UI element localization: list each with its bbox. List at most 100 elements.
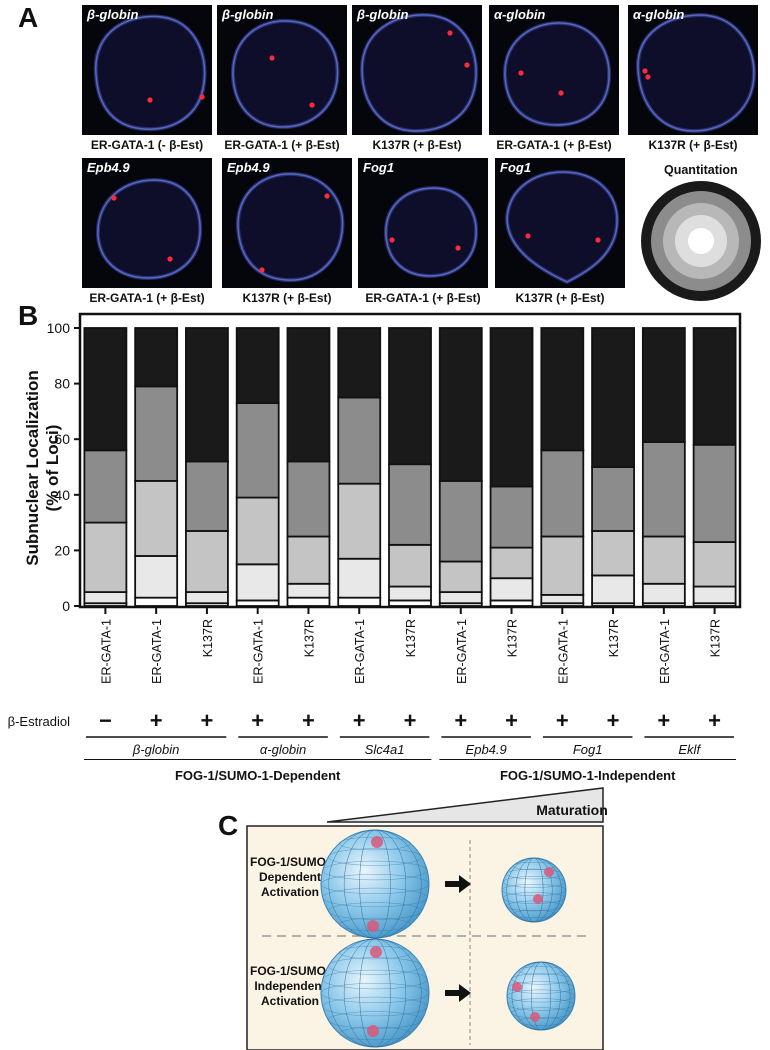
bar-segment bbox=[83, 327, 128, 452]
fish-locus-signal bbox=[167, 256, 173, 262]
bar-segment bbox=[235, 563, 280, 602]
quantitation-ring bbox=[688, 228, 714, 254]
category-label: K137R bbox=[404, 619, 418, 657]
bar-segment bbox=[438, 560, 483, 593]
fish-locus-signal bbox=[464, 62, 470, 68]
fish-locus-signal bbox=[309, 102, 315, 108]
fish-locus-signal bbox=[518, 70, 524, 76]
category-label: ER-GATA-1 bbox=[150, 619, 164, 684]
bar-segment bbox=[388, 327, 432, 466]
micrograph-cell: β-globin bbox=[217, 5, 347, 135]
bar-segment bbox=[641, 535, 686, 585]
category-label: K137R bbox=[302, 619, 316, 657]
y-tick-label: 0 bbox=[62, 598, 70, 614]
bar-segment bbox=[641, 327, 686, 443]
cell-condition-caption: ER-GATA-1 (- β-Est) bbox=[90, 138, 204, 152]
bar-segment bbox=[134, 555, 179, 599]
nucleus-image bbox=[95, 177, 203, 281]
category-label: ER-GATA-1 bbox=[556, 619, 570, 684]
fish-locus-signal bbox=[595, 237, 601, 243]
bar-segment bbox=[235, 327, 280, 404]
bar-segment bbox=[591, 327, 635, 468]
bar-segment bbox=[540, 327, 585, 452]
cell-condition-caption: ER-GATA-1 (+ β-Est) bbox=[496, 138, 612, 152]
bar-segment bbox=[286, 535, 331, 585]
bar-segment bbox=[438, 591, 483, 605]
locus-marker bbox=[512, 982, 522, 992]
bar-segment bbox=[185, 591, 229, 605]
estradiol-sign: + bbox=[353, 708, 366, 733]
bar-segment bbox=[337, 327, 382, 399]
micrograph-cell: Epb4.9 bbox=[222, 158, 352, 288]
bar-segment bbox=[134, 385, 179, 482]
category-label: K137R bbox=[709, 619, 723, 657]
probe-gene-label: α-globin bbox=[633, 7, 685, 22]
bar-segment bbox=[337, 396, 382, 485]
estradiol-sign: + bbox=[302, 708, 315, 733]
gene-group-label: α-globin bbox=[260, 742, 306, 757]
bar-segment bbox=[540, 535, 585, 596]
nucleus-image bbox=[93, 14, 207, 132]
estradiol-row-label: β-Estradiol bbox=[8, 714, 70, 729]
fish-locus-signal bbox=[389, 237, 395, 243]
category-label: K137R bbox=[607, 619, 621, 657]
cell-condition-caption: ER-GATA-1 (+ β-Est) bbox=[365, 291, 481, 305]
bar-segment bbox=[235, 402, 280, 499]
bar-segment bbox=[337, 596, 382, 607]
cell-condition-caption: K137R (+ β-Est) bbox=[515, 291, 605, 305]
nucleus-sphere bbox=[320, 829, 430, 939]
bar-segment bbox=[286, 582, 331, 599]
probe-gene-label: Epb4.9 bbox=[87, 160, 130, 175]
fish-locus-signal bbox=[642, 68, 648, 74]
maturation-arrow bbox=[445, 984, 471, 1002]
bar-segment bbox=[692, 585, 737, 605]
estradiol-sign: − bbox=[99, 708, 112, 733]
fish-locus-signal bbox=[455, 245, 461, 251]
maturation-wedge bbox=[326, 787, 604, 823]
cell-condition-caption: K137R (+ β-Est) bbox=[648, 138, 738, 152]
bar-segment bbox=[83, 591, 128, 605]
estradiol-sign: + bbox=[657, 708, 670, 733]
estradiol-sign: + bbox=[505, 708, 518, 733]
probe-gene-label: Fog1 bbox=[500, 160, 532, 175]
fish-locus-signal bbox=[269, 55, 275, 61]
estradiol-sign: + bbox=[150, 708, 163, 733]
nucleus-sphere bbox=[501, 857, 567, 923]
category-label: ER-GATA-1 bbox=[353, 619, 367, 684]
bar-segment bbox=[489, 327, 534, 488]
estradiol-sign: + bbox=[251, 708, 264, 733]
fish-locus-signal bbox=[525, 233, 531, 239]
bar-segment bbox=[540, 593, 585, 605]
fish-locus-signal bbox=[324, 193, 330, 199]
gene-group-label: β-globin bbox=[132, 742, 179, 757]
category-label: ER-GATA-1 bbox=[252, 619, 266, 684]
bar-segment bbox=[591, 466, 635, 532]
nucleus-image bbox=[235, 171, 345, 283]
nucleus-sphere bbox=[506, 961, 576, 1031]
bar-segment bbox=[83, 521, 128, 594]
cell-condition-caption: K137R (+ β-Est) bbox=[372, 138, 462, 152]
bar-segment bbox=[438, 479, 483, 563]
bar-segment bbox=[185, 460, 229, 532]
bar-segment bbox=[185, 327, 229, 463]
quantitation-title: Quantitation bbox=[664, 163, 738, 177]
bar-segment bbox=[286, 327, 331, 463]
gene-group-label: Epb4.9 bbox=[466, 742, 507, 757]
bar-segment bbox=[388, 463, 432, 546]
bar-segment bbox=[641, 582, 686, 605]
nucleus-image bbox=[502, 20, 612, 128]
bar-segment bbox=[489, 485, 534, 549]
locus-marker bbox=[530, 1012, 540, 1022]
category-label: ER-GATA-1 bbox=[455, 619, 469, 684]
bar-segment bbox=[591, 574, 635, 605]
micrograph-cell: α-globin bbox=[628, 5, 758, 135]
panel-b-label: B bbox=[18, 300, 39, 331]
bar-segment bbox=[388, 543, 432, 588]
bar-segment bbox=[134, 596, 179, 607]
micrograph-cell: Fog1 bbox=[495, 158, 625, 288]
probe-gene-label: β-globin bbox=[87, 7, 139, 22]
cell-condition-caption: ER-GATA-1 (+ β-Est) bbox=[224, 138, 340, 152]
nucleus-sphere bbox=[320, 938, 430, 1048]
estradiol-sign: + bbox=[404, 708, 417, 733]
